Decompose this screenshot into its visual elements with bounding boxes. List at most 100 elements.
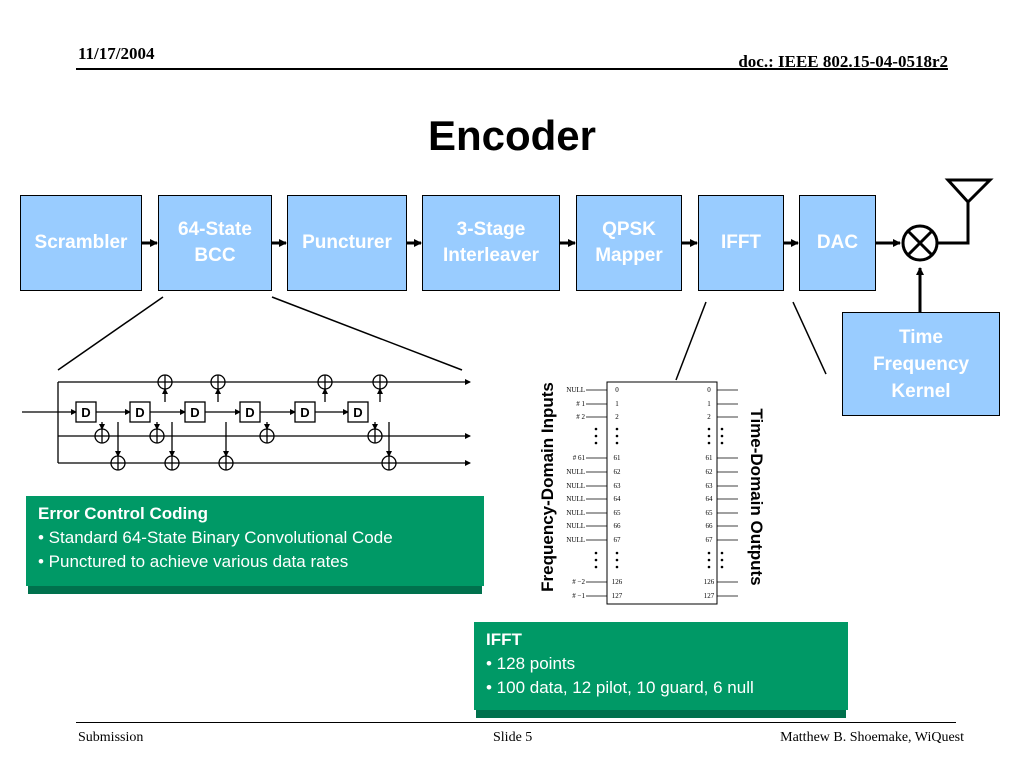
ellipsis-dot bbox=[594, 551, 598, 555]
ifft-input-index: 63 bbox=[614, 482, 622, 490]
delay-label: D bbox=[81, 405, 90, 420]
ifft-label: IFFT bbox=[720, 232, 762, 253]
ifft-output-index: 66 bbox=[706, 522, 714, 530]
ifft-note-line: • 100 data, 12 pilot, 10 guard, 6 null bbox=[486, 678, 754, 697]
ifft-input-index: 65 bbox=[614, 509, 622, 517]
time-frequency-kernel-block: Time Frequency Kernel bbox=[842, 312, 1000, 416]
ifft-output-index: 67 bbox=[706, 536, 714, 544]
error-control-coding-note: Error Control Coding • Standard 64-State… bbox=[26, 496, 484, 586]
time-frequency-kernel-label: Time Frequency Kernel bbox=[872, 326, 970, 402]
ecc-note-line: • Standard 64-State Binary Convolutional… bbox=[38, 528, 393, 547]
dac-block: DAC bbox=[799, 195, 876, 291]
delay-label: D bbox=[353, 405, 362, 420]
ifft-output-index: 1 bbox=[707, 400, 711, 408]
footer-slide-number: Slide 5 bbox=[493, 730, 533, 745]
scrambler-block: Scrambler bbox=[20, 195, 142, 291]
ifft-input-label: NULL bbox=[566, 509, 585, 517]
interleaver-block: 3-Stage Interleaver bbox=[422, 195, 560, 291]
ifft-note-line: • 128 points bbox=[486, 654, 576, 673]
ifft-note-title: IFFT bbox=[486, 630, 522, 649]
ellipsis-dot bbox=[615, 551, 619, 555]
ifft-input-label: # 2 bbox=[576, 413, 585, 421]
ellipsis-dot bbox=[615, 441, 619, 445]
ellipsis-dot bbox=[615, 427, 619, 431]
header-doc-id: doc.: IEEE 802.15-04-0518r2 bbox=[738, 52, 948, 71]
ifft-input-index: 66 bbox=[614, 522, 622, 530]
ifft-input-index: 127 bbox=[612, 592, 623, 600]
footer-author: Matthew B. Shoemake, WiQuest bbox=[780, 730, 964, 745]
ellipsis-dot bbox=[594, 427, 598, 431]
header-divider bbox=[76, 68, 948, 70]
ifft-output-index: 126 bbox=[704, 578, 715, 586]
interleaver-label: 3-Stage Interleaver bbox=[442, 219, 540, 266]
ifft-input-index: 0 bbox=[615, 386, 619, 394]
ifft-output-index: 64 bbox=[706, 495, 714, 503]
qpsk-mapper-block: QPSK Mapper bbox=[576, 195, 682, 291]
ellipsis-dot bbox=[594, 558, 598, 562]
ifft-input-label: # 1 bbox=[576, 400, 585, 408]
ellipsis-dot bbox=[707, 441, 711, 445]
ifft-output-index: 61 bbox=[706, 454, 714, 462]
delay-element bbox=[347, 401, 369, 423]
antenna-icon bbox=[944, 178, 994, 205]
ellipsis-dot bbox=[720, 558, 724, 562]
frequency-domain-inputs-label: Frequency-Domain Inputs bbox=[538, 382, 557, 592]
ifft-box bbox=[606, 381, 718, 605]
ifft-note: IFFT • 128 points • 100 data, 12 pilot, … bbox=[474, 622, 848, 710]
puncturer-block: Puncturer bbox=[287, 195, 407, 291]
ellipsis-dot bbox=[720, 434, 724, 438]
ellipsis-dot bbox=[707, 434, 711, 438]
delay-label: D bbox=[300, 405, 309, 420]
delay-label: D bbox=[190, 405, 199, 420]
ifft-input-index: 1 bbox=[615, 400, 619, 408]
ifft-input-index: 64 bbox=[614, 495, 622, 503]
ifft-output-index: 0 bbox=[707, 386, 711, 394]
ellipsis-dot bbox=[615, 565, 619, 569]
scrambler-label: Scrambler bbox=[34, 232, 128, 253]
ellipsis-dot bbox=[720, 441, 724, 445]
ifft-input-label: NULL bbox=[566, 482, 585, 490]
ellipsis-dot bbox=[594, 565, 598, 569]
slide-title: Encoder bbox=[427, 112, 597, 159]
qpsk-mapper-label: QPSK Mapper bbox=[595, 219, 663, 266]
ifft-input-index: 61 bbox=[614, 454, 622, 462]
ellipsis-dot bbox=[720, 427, 724, 431]
ifft-input-label: NULL bbox=[566, 522, 585, 530]
ecc-note-line: • Punctured to achieve various data rate… bbox=[38, 552, 349, 571]
ifft-input-index: 126 bbox=[612, 578, 623, 586]
ifft-output-index: 63 bbox=[706, 482, 714, 490]
ifft-input-index: 2 bbox=[615, 413, 619, 421]
wire-mixer-antenna bbox=[938, 200, 970, 245]
delay-label: D bbox=[135, 405, 144, 420]
mixer-icon bbox=[901, 224, 939, 262]
ifft-input-label: # −1 bbox=[572, 592, 585, 600]
ellipsis-dot bbox=[707, 565, 711, 569]
ifft-output-index: 65 bbox=[706, 509, 714, 517]
ifft-input-label: NULL bbox=[566, 468, 585, 476]
ifft-output-index: 2 bbox=[707, 413, 711, 421]
time-domain-outputs-label: Time-Domain Outputs bbox=[747, 408, 766, 586]
ifft-input-index: 62 bbox=[614, 468, 622, 476]
ellipsis-dot bbox=[707, 427, 711, 431]
dac-label: DAC bbox=[816, 232, 859, 253]
ellipsis-dot bbox=[707, 551, 711, 555]
ellipsis-dot bbox=[720, 551, 724, 555]
chain-arrows bbox=[142, 200, 970, 312]
puncturer-label: Puncturer bbox=[302, 232, 392, 253]
ifft-input-label: NULL bbox=[566, 495, 585, 503]
ifft-input-label: NULL bbox=[566, 386, 585, 394]
header-date: 11/17/2004 bbox=[78, 44, 155, 63]
ellipsis-dot bbox=[594, 441, 598, 445]
ifft-input-label: # 61 bbox=[573, 454, 586, 462]
ellipsis-dot bbox=[615, 558, 619, 562]
ecc-note-title: Error Control Coding bbox=[38, 504, 208, 523]
ifft-input-index: 67 bbox=[614, 536, 622, 544]
bcc-label: 64-State BCC bbox=[178, 219, 252, 266]
zoom-lines bbox=[57, 296, 827, 381]
ellipsis-dot bbox=[707, 558, 711, 562]
ellipsis-dot bbox=[720, 565, 724, 569]
ellipsis-dot bbox=[615, 434, 619, 438]
bcc-block: 64-State BCC bbox=[158, 195, 272, 291]
